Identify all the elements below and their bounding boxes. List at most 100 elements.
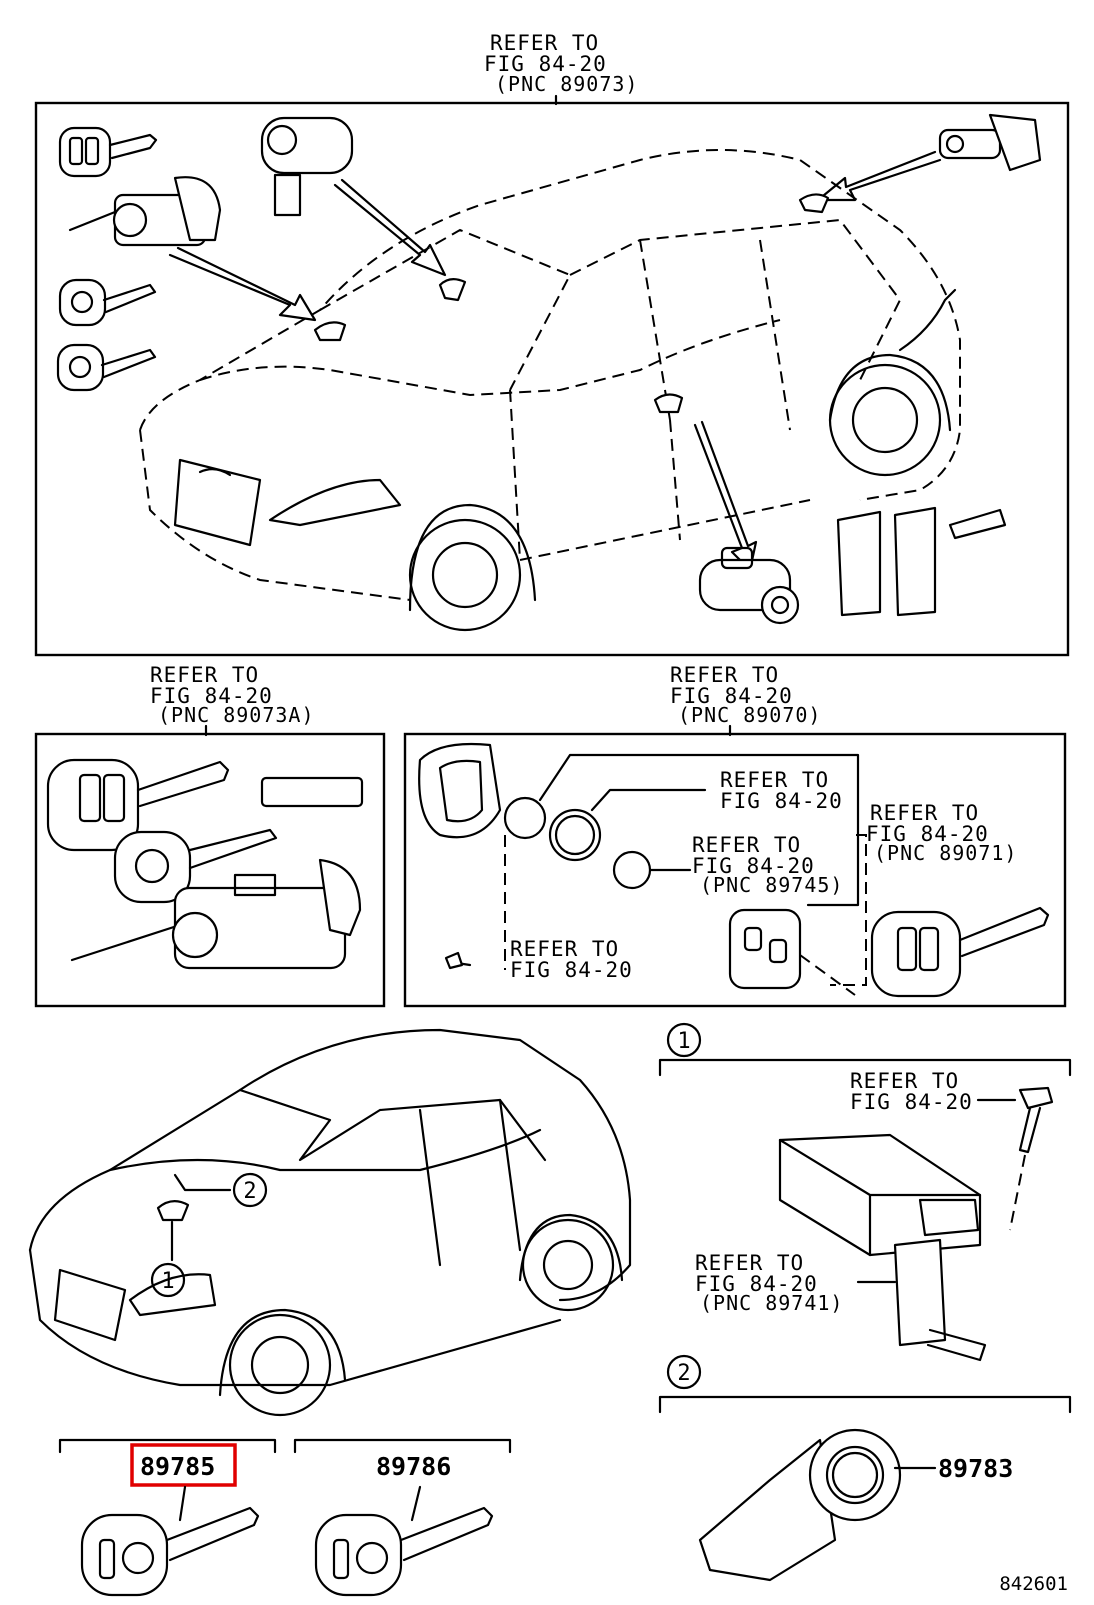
key-icon [56,343,157,392]
remote-case-icon [418,742,502,839]
screw-icon [444,951,464,970]
lock-marker [313,321,347,342]
car-illustration-small [28,1028,632,1417]
svg-text:FIG 84-20: FIG 84-20 [484,52,607,76]
svg-text:(PNC 89073A): (PNC 89073A) [158,703,315,727]
svg-text:FIG 84-20: FIG 84-20 [670,684,793,708]
refer-label-left-mid[interactable]: REFER TO FIG 84-20 (PNC 89073A) [150,663,315,727]
left-mid-panel-frame [34,732,386,1008]
key-tag-icon [948,508,1007,540]
svg-text:REFER TO: REFER TO [870,801,979,825]
leader-line [799,954,856,996]
callout-2-marker[interactable]: 2 [232,1172,268,1208]
arrow-icon [816,150,942,202]
svg-text:(PNC 89071): (PNC 89071) [874,841,1017,865]
svg-text:1: 1 [677,1029,690,1054]
svg-text:1: 1 [161,1269,174,1294]
refer-label-bolt[interactable]: REFER TO FIG 84-20 [850,1069,973,1114]
antenna-coil-icon [698,1428,902,1582]
remote-transmitter-icon [728,908,802,990]
svg-text:(PNC 89745): (PNC 89745) [700,873,843,897]
highlight-box [130,1443,237,1487]
svg-text:FIG 84-20: FIG 84-20 [695,1272,818,1296]
refer-label-ecu[interactable]: REFER TO FIG 84-20 (PNC 89741) [695,1251,843,1315]
figure-code: 842601 [999,1573,1068,1595]
svg-text:FIG 84-20: FIG 84-20 [720,789,843,813]
svg-text:FIG 84-20: FIG 84-20 [510,958,633,982]
refer-label-right-mid[interactable]: REFER TO FIG 84-20 (PNC 89070) [670,663,821,727]
ignition-cylinder-icon [68,176,222,247]
remote-case-inner [438,759,484,823]
lock-marker [156,1200,190,1222]
arrow-icon [168,246,317,322]
svg-text:REFER TO: REFER TO [670,663,779,687]
leader-line [410,1485,422,1522]
part-number-89785[interactable]: 89785 [140,1452,215,1481]
lock-marker [438,278,467,302]
callout-2-header[interactable]: 2 [666,1354,702,1390]
part-89785-bracket [58,1438,277,1454]
remote-key-icon [870,906,1050,998]
key-tag-icon [836,510,882,617]
key-icon [113,828,278,904]
key-icon [80,1506,260,1597]
svg-text:REFER TO: REFER TO [720,768,829,792]
lock-marker [653,393,684,414]
leader-line [590,788,707,812]
svg-text:2: 2 [243,1179,256,1204]
trunk-lock-icon [938,113,1042,172]
door-lock-cylinder-icon [260,116,354,217]
callout-1-header[interactable]: 1 [666,1022,702,1058]
door-lock-cylinder-icon [698,546,800,625]
svg-text:(PNC 89070): (PNC 89070) [678,703,821,727]
refer-label-inner-d[interactable]: REFER TO FIG 84-20 [510,937,633,982]
svg-text:(PNC 89741): (PNC 89741) [700,1291,843,1315]
ignition-cylinder-icon [70,858,362,970]
key-icon [58,278,157,327]
top-panel-frame [34,101,1070,657]
svg-text:REFER TO: REFER TO [490,31,599,55]
transponder-chip-icon [260,776,364,808]
svg-text:REFER TO: REFER TO [150,663,259,687]
leader-line [178,1485,187,1522]
key-icon [58,126,158,178]
leader-line [538,753,860,907]
immobilizer-ecu-icon [778,1133,987,1362]
lock-marker [798,193,830,214]
svg-text:FIG 84-20: FIG 84-20 [850,1090,973,1114]
refer-label-inner-b[interactable]: REFER TO FIG 84-20 (PNC 89071) [866,801,1017,865]
part-number-89786[interactable]: 89786 [376,1452,451,1481]
right-mid-panel-frame [403,732,1067,1008]
callout-1-bracket [658,1058,1072,1077]
svg-text:(PNC 89073): (PNC 89073) [495,72,638,96]
bolt-icon [1018,1086,1054,1154]
refer-label-inner-a[interactable]: REFER TO FIG 84-20 [720,768,843,813]
callout-1-marker[interactable]: 1 [150,1262,186,1298]
svg-text:REFER TO: REFER TO [695,1251,804,1275]
callout-2-bracket [658,1395,1072,1414]
battery-holder-icon [503,796,547,840]
remote-key-icon [46,758,230,852]
svg-text:REFER TO: REFER TO [692,833,801,857]
battery-icon [612,850,652,890]
arrow-icon [333,178,447,277]
leader-line [173,1173,232,1192]
svg-text:FIG 84-20: FIG 84-20 [150,684,273,708]
car-illustration-large [139,149,961,632]
refer-label-top[interactable]: REFER TO FIG 84-20 (PNC 89073) [484,31,638,96]
key-icon [314,1506,494,1597]
refer-label-inner-c[interactable]: REFER TO FIG 84-20 (PNC 89745) [692,833,843,897]
svg-text:FIG 84-20: FIG 84-20 [692,854,815,878]
svg-text:REFER TO: REFER TO [510,937,619,961]
svg-text:FIG 84-20: FIG 84-20 [866,822,989,846]
part-number-89783[interactable]: 89783 [938,1454,1013,1483]
leader-line [830,834,867,986]
key-tag-icon [893,506,937,617]
svg-text:2: 2 [677,1361,690,1386]
svg-text:REFER TO: REFER TO [850,1069,959,1093]
o-ring-icon [548,808,602,862]
part-89786-bracket [293,1438,512,1454]
leader-line [1009,1154,1026,1231]
